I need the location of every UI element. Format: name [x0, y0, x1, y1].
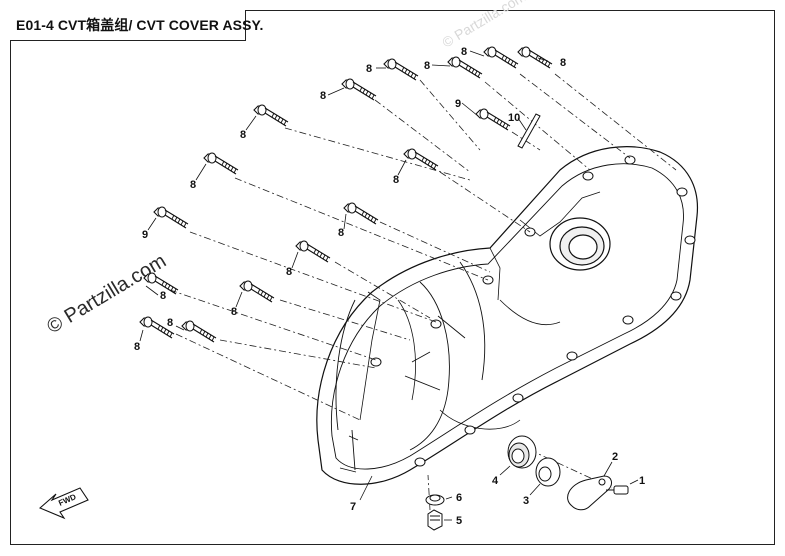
bolt-icon — [343, 202, 379, 225]
watermark-faint-top: © Partzilla.com — [439, 0, 528, 51]
bolt-icon — [341, 78, 377, 101]
callout-numbers: 8 8 8 8 8 9 10 8 8 8 8 9 8 8 8 8 8 1 2 3… — [134, 46, 645, 527]
callout-label: 1 — [639, 475, 645, 487]
callout-label: 8 — [240, 129, 246, 141]
leader-lines — [139, 50, 639, 521]
callout-label: 8 — [424, 60, 430, 72]
page-title: E01-4 CVT箱盖组/ CVT COVER ASSY. — [16, 17, 264, 33]
callout-label: 8 — [560, 57, 566, 69]
callout-label: 8 — [160, 290, 166, 302]
callout-label: 6 — [456, 492, 462, 504]
callout-label: 7 — [350, 501, 356, 513]
diagram-frame — [10, 10, 775, 545]
bolt-icon — [181, 320, 217, 343]
bolt-icon — [483, 46, 519, 69]
bolt-icon — [203, 152, 239, 175]
bolt-icon — [153, 206, 189, 229]
callout-label: 2 — [612, 451, 618, 463]
callout-label: 8 — [231, 306, 237, 318]
bolt-icon — [239, 280, 275, 303]
callout-label: 5 — [456, 515, 462, 527]
oil-seal-icon — [507, 435, 537, 469]
callout-label: 9 — [455, 98, 461, 110]
washer-icon — [535, 457, 561, 487]
alignment-lines — [169, 73, 677, 511]
dowel-pin-icon — [517, 113, 541, 149]
bolt-icon — [403, 148, 439, 171]
bolt-icon — [295, 240, 331, 263]
callout-label: 8 — [393, 174, 399, 186]
callout-label: 8 — [167, 317, 173, 329]
callout-label: 8 — [461, 46, 467, 58]
callout-label: 8 — [320, 90, 326, 102]
callout-label: 8 — [286, 266, 292, 278]
callout-label: 8 — [190, 179, 196, 191]
callout-label: 4 — [492, 475, 499, 487]
screw-icon — [606, 485, 629, 495]
bolt-icon — [383, 58, 419, 81]
callout-label: 10 — [508, 112, 520, 124]
cvt-cover-illustration — [316, 146, 699, 485]
callout-label: 3 — [523, 495, 529, 507]
drain-bolt-icon — [425, 494, 445, 531]
fwd-arrow-icon: FWD — [38, 487, 89, 520]
title-box: E01-4 CVT箱盖组/ CVT COVER ASSY. — [10, 10, 263, 41]
callout-label: 9 — [142, 229, 148, 241]
callout-label: 8 — [366, 63, 372, 75]
callout-label: 8 — [338, 227, 344, 239]
callout-label: 8 — [134, 341, 140, 353]
bolt-icon — [253, 104, 289, 127]
bolt-icon — [447, 56, 483, 79]
bolt-icon — [517, 46, 553, 69]
bolt-icon — [475, 108, 511, 131]
retainer-plate-icon — [567, 475, 612, 511]
